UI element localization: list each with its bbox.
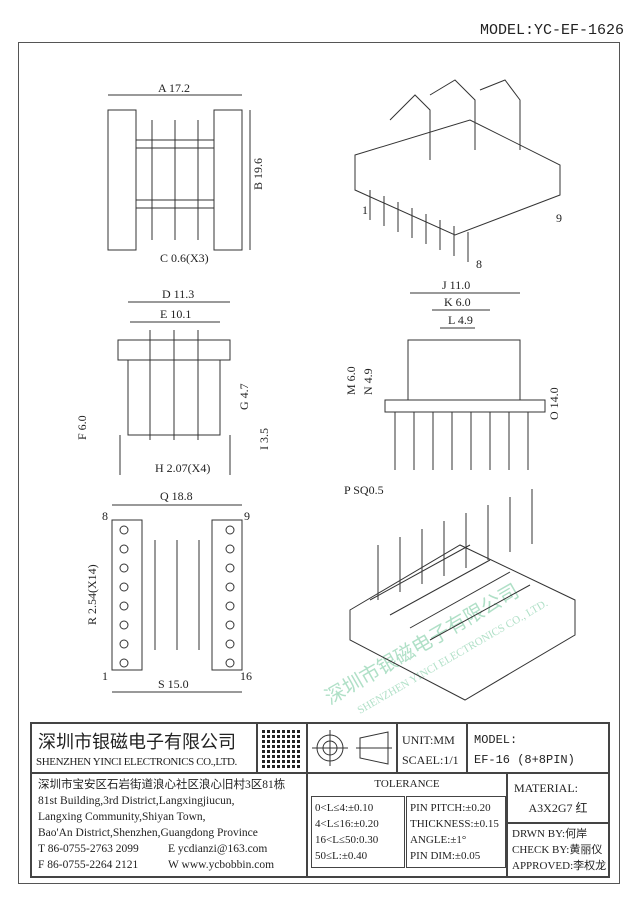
company-name-cn: 深圳市银磁电子有限公司	[38, 732, 236, 752]
dim-p: P SQ0.5	[344, 483, 384, 497]
top-view: A 17.2 B 19.6 C 0.6(X3)	[107, 81, 265, 265]
unit-text: UNIT:MM	[402, 733, 455, 747]
dim-l: L 4.9	[448, 313, 473, 327]
pin-hole	[225, 582, 235, 592]
qr-code	[257, 723, 307, 773]
pin-label-1: 1	[102, 669, 108, 683]
watermark: 深圳市银磁电子有限公司 SHENZHEN YINCI ELECTRONICS C…	[321, 579, 550, 716]
pin-label-9: 9	[244, 509, 250, 523]
dim-k: K 6.0	[444, 295, 471, 309]
pin-hole	[119, 639, 129, 649]
website: W www.ycbobbin.com	[168, 859, 275, 871]
isometric-view-bottom	[349, 489, 576, 701]
pin-hole	[119, 582, 129, 592]
dim-f: F 6.0	[75, 415, 89, 440]
tolerance-item: 16<L≤50:0.30	[315, 834, 379, 846]
pin-hole	[225, 544, 235, 554]
iso-pin-9: 9	[556, 211, 562, 225]
company-cell: 深圳市银磁电子有限公司 SHENZHEN YINCI ELECTRONICS C…	[31, 723, 257, 773]
projection-symbol-icon	[307, 723, 397, 773]
address-line: Langxing Community,Shiyan Town,	[38, 811, 206, 823]
iso-pin-8: 8	[476, 257, 482, 271]
pin-hole	[225, 639, 235, 649]
pin-hole	[119, 563, 129, 573]
pin-hole	[225, 563, 235, 573]
email: E ycdianzi@163.com	[168, 843, 268, 855]
approved-by: APPROVED:李权龙	[512, 860, 607, 872]
tolerance-item: THICKNESS:±0.15	[410, 818, 499, 830]
model-label: MODEL:	[474, 733, 518, 747]
dim-d: D 11.3	[162, 287, 194, 301]
dim-j: J 11.0	[442, 278, 470, 292]
tolerance-title: TOLERANCE	[374, 778, 440, 790]
model-cell: MODEL: EF-16 (8+8PIN)	[467, 723, 609, 773]
material-cell: MATERIAL: A3X2G7 红	[507, 773, 609, 823]
dim-h: H 2.07(X4)	[155, 461, 210, 475]
drawing-frame	[18, 42, 620, 884]
watermark-cn: 深圳市银磁电子有限公司	[321, 579, 523, 709]
technical-views: 深圳市银磁电子有限公司 SHENZHEN YINCI ELECTRONICS C…	[75, 79, 576, 717]
drawn-by: DRWN BY:何岸	[512, 828, 588, 840]
address-line: 81st Building,3rd District,Langxingjiucu…	[38, 795, 235, 807]
pin-hole	[225, 601, 235, 611]
side-view: J 11.0 K 6.0 L 4.9 M 6.0 N 4.9 O 14.0 P …	[344, 278, 561, 497]
company-name-en: SHENZHEN YINCI ELECTRONICS CO.,LTD.	[36, 756, 237, 768]
pin-hole	[225, 620, 235, 630]
tolerance-item: PIN DIM:±0.05	[410, 850, 481, 862]
pin-label-8: 8	[102, 509, 108, 523]
title-block: 深圳市银磁电子有限公司 SHENZHEN YINCI ELECTRONICS C…	[30, 722, 610, 878]
approval-cell: DRWN BY:何岸 CHECK BY:黄丽仪 APPROVED:李权龙	[507, 823, 609, 877]
scale-text: SCAEL:1/1	[402, 753, 459, 767]
model-number: MODEL:YC-EF-1626	[479, 22, 624, 39]
material-label: MATERIAL:	[514, 781, 578, 795]
dim-s: S 15.0	[158, 677, 189, 691]
tolerance-item: ANGLE:±1°	[410, 834, 467, 846]
tolerance-item: 4<L≤16:±0.20	[315, 818, 379, 830]
dim-o: O 14.0	[547, 387, 561, 420]
pin-hole	[119, 620, 129, 630]
dim-b: B 19.6	[251, 158, 265, 190]
dim-q: Q 18.8	[160, 489, 193, 503]
isometric-view-top: 1 8 9	[354, 79, 562, 271]
pin-hole	[225, 525, 235, 535]
pin-hole	[119, 544, 129, 554]
checked-by: CHECK BY:黄丽仪	[512, 844, 603, 856]
address-cell: 深圳市宝安区石岩街道浪心社区浪心旧村3区81栋 81st Building,3r…	[31, 773, 307, 877]
tolerance-cell: TOLERANCE 0<L≤4:±0.10 4<L≤16:±0.20 16<L≤50…	[307, 773, 507, 877]
pin-hole	[119, 601, 129, 611]
dim-n: N 4.9	[361, 368, 375, 395]
address-line: Bao'An District,Shenzhen,Guangdong Provi…	[38, 827, 258, 839]
telephone: T 86-0755-2763 2099	[38, 843, 139, 855]
pin-hole	[119, 658, 129, 668]
dim-a: A 17.2	[158, 81, 190, 95]
unit-scale-cell: UNIT:MM SCAEL:1/1	[397, 723, 467, 773]
pin-hole	[225, 658, 235, 668]
pin-hole	[119, 525, 129, 535]
model-value: EF-16 (8+8PIN)	[474, 753, 575, 767]
dim-r: R 2.54(X14)	[85, 564, 99, 625]
fax: F 86-0755-2264 2121	[38, 859, 139, 871]
tolerance-item: 50≤L:±0.40	[315, 850, 368, 862]
dim-c: C 0.6(X3)	[160, 251, 209, 265]
tolerance-item: PIN PITCH:±0.20	[410, 802, 491, 814]
dim-i: I 3.5	[257, 428, 271, 450]
iso-pin-1: 1	[362, 203, 368, 217]
pin-label-16: 16	[240, 669, 252, 683]
dim-m: M 6.0	[344, 366, 358, 395]
bottom-view: Q 18.8 R 2.54(X14) S 15.0 8 9 1 16	[85, 489, 252, 693]
tolerance-item: 0<L≤4:±0.10	[315, 802, 374, 814]
material-value: A3X2G7 红	[528, 801, 588, 815]
address-line: 深圳市宝安区石岩街道浪心社区浪心旧村3区81栋	[38, 779, 286, 791]
dim-e: E 10.1	[160, 307, 191, 321]
dim-g: G 4.7	[237, 383, 251, 410]
front-view: D 11.3 E 10.1 F 6.0 G 4.7 H 2.07(X4) I 3…	[75, 287, 271, 475]
